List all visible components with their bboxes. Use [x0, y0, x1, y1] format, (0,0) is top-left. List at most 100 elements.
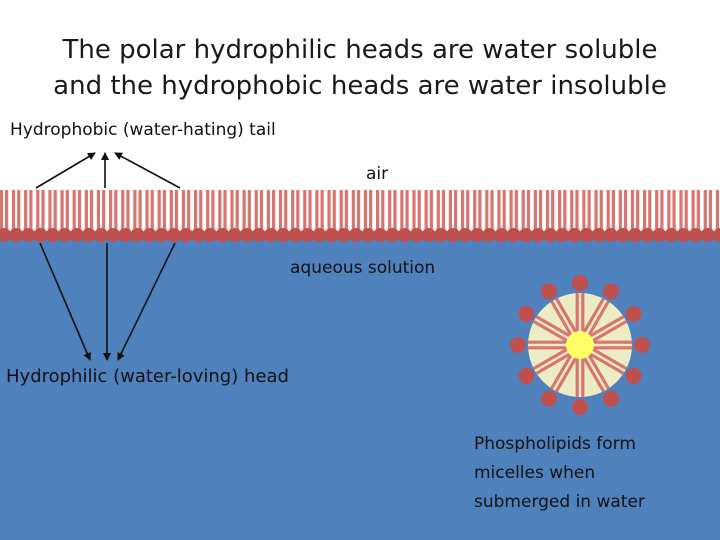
- lipid-tail: [590, 347, 628, 370]
- lipid-head: [518, 368, 535, 384]
- lipid-tail: [582, 190, 586, 230]
- lipid-head: [433, 228, 448, 242]
- pointer-arrows: [35, 152, 181, 361]
- phospholipid: [94, 190, 109, 242]
- phospholipid: [482, 190, 497, 242]
- phospholipid: [154, 190, 169, 242]
- lipid-tail: [550, 353, 573, 390]
- phospholipid-monolayer: [0, 190, 720, 242]
- lipid-tail: [278, 190, 283, 230]
- phospholipid: [191, 190, 206, 242]
- lipid-tail: [11, 190, 16, 230]
- lipid-tail: [630, 190, 635, 230]
- lipid-tail: [429, 190, 433, 230]
- lipid-tail: [648, 190, 652, 230]
- micelle-core: [566, 331, 594, 359]
- micelle-phospholipid: [518, 306, 572, 343]
- lipid-head: [700, 228, 715, 242]
- lipid-tail: [703, 190, 707, 230]
- lipid-tail: [242, 190, 246, 230]
- lipid-tail: [126, 190, 130, 230]
- phospholipid: [348, 190, 363, 242]
- lipid-head: [458, 228, 473, 242]
- phospholipid: [421, 190, 436, 242]
- lipid-head: [713, 228, 720, 242]
- lipid-tail: [235, 190, 239, 230]
- phospholipid: [312, 190, 327, 242]
- micelle-phospholipid: [592, 337, 650, 353]
- micelle-phospholipid: [518, 347, 572, 384]
- lipid-tail: [509, 190, 513, 230]
- micelle-phospholipid: [541, 353, 578, 407]
- lipid-tail: [575, 190, 579, 230]
- lipid-tail: [551, 190, 555, 230]
- pointer-arrow: [114, 152, 181, 189]
- phospholipid: [9, 190, 24, 242]
- lipid-head: [142, 228, 157, 242]
- lipid-head: [494, 228, 509, 242]
- lipid-tail: [174, 190, 179, 230]
- lipid-tail: [588, 352, 625, 375]
- lipid-tail: [588, 315, 625, 338]
- lipid-tail: [466, 190, 470, 230]
- lipid-head: [166, 228, 181, 242]
- lipid-tail: [369, 190, 373, 230]
- lipid-head: [361, 228, 376, 242]
- lipid-tail: [405, 190, 409, 230]
- phospholipid: [300, 190, 315, 242]
- lipid-tail: [448, 190, 453, 230]
- lipid-tail: [5, 190, 9, 230]
- micelle-phospholipid: [588, 306, 642, 343]
- air-label: air: [366, 164, 389, 184]
- lipid-tail: [162, 190, 166, 230]
- phospholipid: [179, 190, 194, 242]
- lipid-head: [203, 228, 218, 242]
- lipid-tail: [363, 190, 368, 230]
- lipid-tail: [150, 190, 154, 230]
- lipid-tail: [514, 190, 518, 230]
- phospholipid: [33, 190, 48, 242]
- micelle-caption-line-1: Phospholipids form: [474, 434, 636, 454]
- lipid-head: [81, 228, 96, 242]
- lipid-tail: [206, 190, 210, 230]
- lipid-tail: [218, 190, 222, 230]
- lipid-tail: [599, 190, 603, 230]
- phospholipid: [373, 190, 388, 242]
- phospholipid: [118, 190, 133, 242]
- phospholipid: [676, 190, 691, 242]
- phospholipid: [227, 190, 242, 242]
- micelle-phospholipid: [572, 357, 588, 415]
- lipid-head: [579, 228, 594, 242]
- lipid-tail: [332, 190, 336, 230]
- lipid-tail: [490, 190, 494, 230]
- phospholipid: [567, 190, 582, 242]
- lipid-head: [106, 228, 121, 242]
- phospholipid: [106, 190, 121, 242]
- aqueous-solution-label: aqueous solution: [290, 258, 436, 278]
- lipid-tail: [133, 190, 137, 230]
- lipid-tail: [667, 190, 671, 230]
- lipid-tail: [618, 190, 622, 230]
- lipid-head: [336, 228, 351, 242]
- lipid-tail: [230, 190, 234, 230]
- lipid-head: [300, 228, 315, 242]
- phospholipid: [506, 190, 521, 242]
- lipid-head: [603, 390, 619, 407]
- lipid-head: [9, 228, 24, 242]
- lipid-tail: [660, 190, 664, 230]
- pointer-arrow: [39, 242, 91, 361]
- lipid-tail: [642, 190, 647, 230]
- phospholipid: [142, 190, 157, 242]
- phospholipid: [433, 190, 448, 242]
- lipid-tail: [672, 190, 676, 230]
- lipid-head: [625, 306, 642, 322]
- lipid-head: [541, 390, 557, 407]
- lipid-tail: [72, 190, 76, 230]
- lipid-tail: [708, 190, 713, 230]
- lipid-head: [33, 228, 48, 242]
- phospholipid: [603, 190, 618, 242]
- lipid-head: [263, 228, 278, 242]
- lipid-head: [21, 228, 36, 242]
- lipid-tail: [36, 190, 40, 230]
